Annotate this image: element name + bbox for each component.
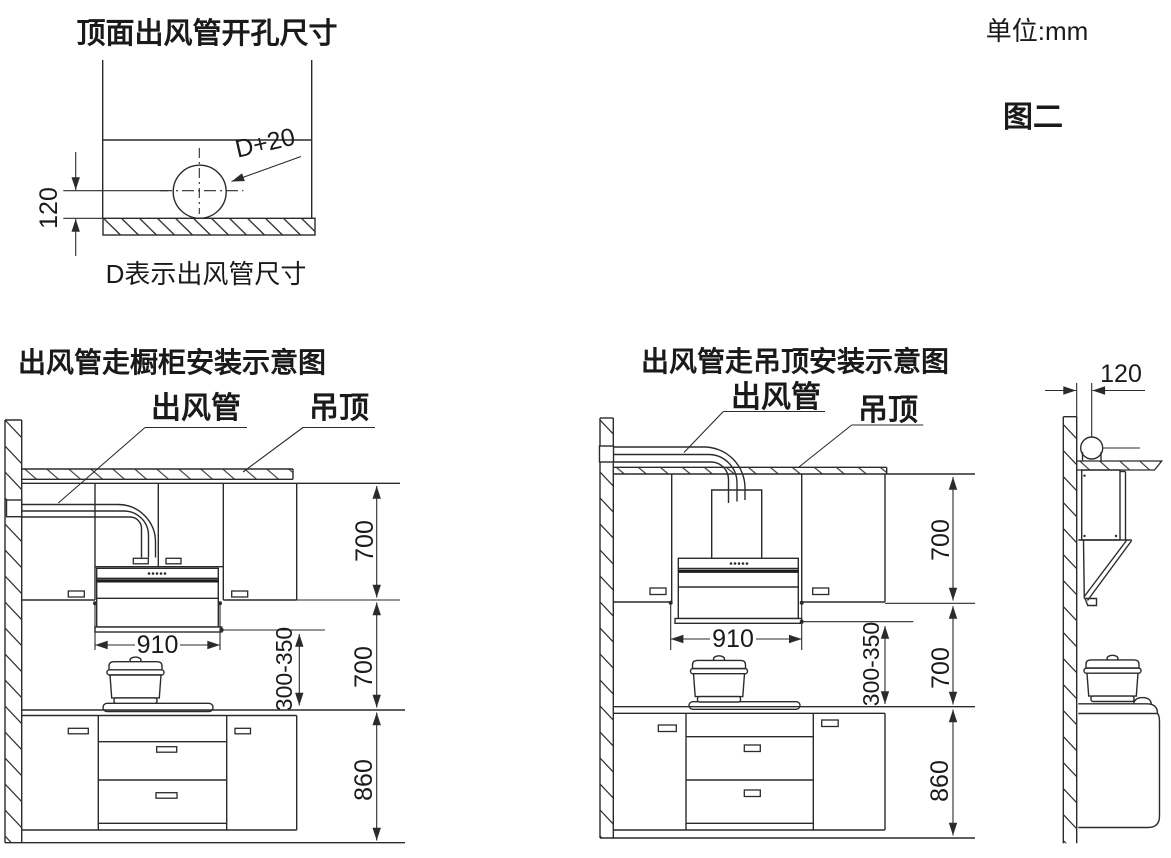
cabinet-to-counter-text: 700 xyxy=(927,647,955,689)
wall-left xyxy=(599,417,614,838)
pot xyxy=(1083,654,1142,703)
pot xyxy=(106,656,165,704)
duct-callout: 出风管 xyxy=(683,381,825,453)
ceiling-band xyxy=(1076,460,1164,471)
wall-cabinets xyxy=(613,474,975,604)
opening-diagram-title: 顶面出风管开孔尺寸 xyxy=(76,16,337,50)
hood-width-dimension: 910 xyxy=(668,600,804,653)
hood-width-text: 910 xyxy=(712,625,754,653)
drawer-handle xyxy=(156,746,178,753)
hood-to-counter-text: 300-350 xyxy=(271,627,297,711)
ceiling-label: 吊顶 xyxy=(309,392,369,425)
wall-cabinets xyxy=(21,483,298,601)
opening-dimension-diagram: 顶面出风管开孔尺寸 120 D+20 D表示出风管尺寸 xyxy=(35,16,338,289)
cabinet-route-diagram: 出风管走橱柜安装示意图 xyxy=(4,346,405,844)
counter-height-text: 860 xyxy=(926,760,954,802)
wall-offset-dimension xyxy=(1045,383,1145,437)
right-dimensions: 700 700 860 xyxy=(296,485,400,841)
drawer-handle xyxy=(743,744,761,753)
hood-to-counter-dimension: 300-350 xyxy=(799,619,914,706)
offset-dim-text: 120 xyxy=(35,187,63,229)
cabinet-door-handle xyxy=(649,587,667,596)
hole-diameter-text: D+20 xyxy=(233,123,298,164)
air-duct xyxy=(21,503,157,558)
drawer-handle xyxy=(155,792,178,799)
hood-to-counter-text: 300-350 xyxy=(858,622,884,706)
side-view: 120 xyxy=(1045,360,1164,844)
cabinet-to-counter-text: 700 xyxy=(350,646,378,688)
wall-duct-sleeve xyxy=(598,445,615,463)
ceiling-band xyxy=(21,468,294,480)
stove-edge-bump xyxy=(1132,696,1153,705)
duct-callout: 出风管 xyxy=(57,392,247,504)
cabinet-door-handle xyxy=(165,557,182,565)
cabinet-door-handle xyxy=(231,590,249,598)
air-duct xyxy=(613,446,746,503)
ceiling-band xyxy=(613,466,888,474)
hood-width-dimension: 910 xyxy=(93,601,222,659)
cabinet-front-edge-hatch xyxy=(102,217,316,236)
right-dimensions: 700 700 860 xyxy=(926,476,958,836)
wall-left xyxy=(4,419,23,843)
ceiling-label: 吊顶 xyxy=(858,394,918,427)
base-cabinets xyxy=(600,706,975,839)
upper-cabinet-height-text: 700 xyxy=(927,519,955,561)
ceiling-callout: 吊顶 xyxy=(242,392,375,473)
hood-to-counter-dimension: 300-350 xyxy=(219,627,325,711)
hood-chimney xyxy=(711,489,763,559)
opening-diagram-caption: D表示出风管尺寸 xyxy=(106,259,307,289)
base-door-handle xyxy=(657,724,677,733)
ceiling-route-title: 出风管走吊顶安装示意图 xyxy=(641,345,949,377)
wall-offset-dim-text: 120 xyxy=(1100,360,1142,388)
hole-diameter-callout: D+20 xyxy=(231,123,302,183)
cabinet-door-handle xyxy=(67,590,85,598)
counter-height-text: 860 xyxy=(350,759,378,801)
base-door-handle xyxy=(234,727,252,735)
wall xyxy=(1062,416,1078,844)
wall-duct-sleeve xyxy=(5,499,23,518)
range-hood-side xyxy=(1078,469,1133,607)
duct-hole xyxy=(160,148,244,219)
duct-label: 出风管 xyxy=(151,392,241,425)
offset-dimension-120: 120 xyxy=(35,152,168,256)
hood-width-text: 910 xyxy=(137,631,179,659)
cooktop xyxy=(102,656,214,713)
unit-label: 单位:mm xyxy=(986,16,1089,46)
duct-outlet xyxy=(1079,436,1140,461)
hood-control-buttons xyxy=(729,562,749,565)
pot xyxy=(689,655,749,703)
ceiling-route-diagram: 出风管走吊顶安装示意图 xyxy=(598,345,975,839)
ceiling-callout: 吊顶 xyxy=(798,394,924,468)
drawer-handle xyxy=(743,789,761,798)
cabinet-door-handle xyxy=(132,557,149,565)
upper-cabinet-height-text: 700 xyxy=(351,520,379,562)
cabinet-route-title: 出风管走橱柜安装示意图 xyxy=(18,346,326,378)
cabinet-door-handle xyxy=(812,587,830,596)
base-door-handle xyxy=(67,727,89,735)
range-hood xyxy=(94,567,223,633)
cooktop xyxy=(688,655,801,711)
range-hood xyxy=(674,557,803,625)
base-door-handle xyxy=(821,719,839,728)
duct-label: 出风管 xyxy=(731,381,821,414)
figure-number-label: 图二 xyxy=(1003,101,1063,134)
base-cabinets xyxy=(5,709,405,844)
hood-control-buttons xyxy=(147,572,167,575)
counter-side xyxy=(1078,654,1161,829)
